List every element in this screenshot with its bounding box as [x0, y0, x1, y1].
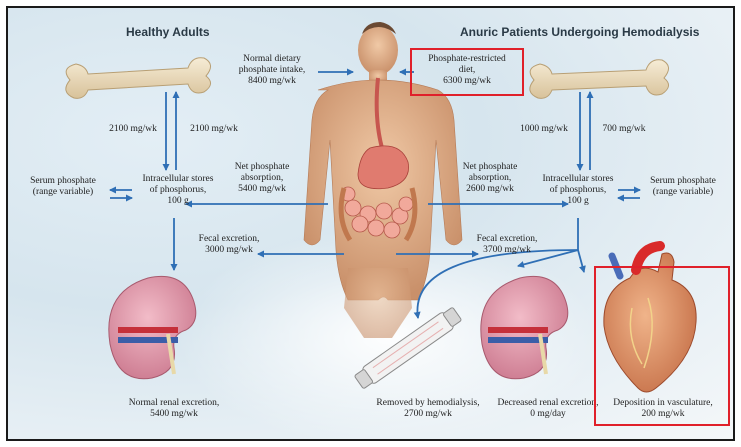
bone-left-icon [65, 57, 211, 99]
vasculature-deposition-label: Deposition in vasculature, 200 mg/wk [613, 398, 713, 419]
restricted-diet-label: Phosphate-restricted diet, 6300 mg/wk [428, 54, 506, 86]
hemodialysis-removal-label: Removed by hemodialysis, 2700 mg/wk [376, 398, 480, 419]
decreased-renal-excretion-label: Decreased renal excretion, 0 mg/day [497, 398, 599, 419]
diagram-artwork [65, 22, 697, 439]
serum-phosphate-right-label: Serum phosphate (range variable) [650, 176, 716, 197]
left-bone-down-label: 2100 mg/wk [109, 124, 157, 134]
normal-renal-excretion-label: Normal renal excretion, 5400 mg/wk [128, 398, 220, 419]
kidney-left-icon [108, 275, 197, 380]
kidney-right-icon [480, 275, 569, 380]
vasculature-highlight [594, 266, 730, 426]
net-absorption-right-label: Net phosphate absorption, 2600 mg/wk [462, 162, 518, 194]
diagram-frame: Healthy Adults Anuric Patients Undergoin… [6, 6, 735, 441]
header-healthy-adults: Healthy Adults [126, 25, 210, 39]
normal-intake-label: Normal dietary phosphate intake, 8400 mg… [238, 54, 306, 86]
serum-phosphate-left-label: Serum phosphate (range variable) [30, 176, 96, 197]
header-hemodialysis: Anuric Patients Undergoing Hemodialysis [460, 25, 700, 39]
restricted-diet-highlight [410, 48, 524, 96]
left-bone-up-label: 2100 mg/wk [190, 124, 238, 134]
right-bone-down-label: 1000 mg/wk [520, 124, 568, 134]
right-bone-up-label: 700 mg/wk [602, 124, 646, 134]
bone-right-icon [529, 59, 669, 99]
net-absorption-left-label: Net phosphate absorption, 5400 mg/wk [234, 162, 290, 194]
intracellular-stores-right-label: Intracellular stores of phosphorus, 100 … [542, 174, 614, 206]
flow-arrows [109, 68, 641, 319]
fecal-excretion-right-label: Fecal excretion, 3700 mg/wk [476, 234, 538, 255]
dialyzer-icon [354, 307, 462, 389]
fecal-excretion-left-label: Fecal excretion, 3000 mg/wk [198, 234, 260, 255]
intracellular-stores-left-label: Intracellular stores of phosphorus, 100 … [142, 174, 214, 206]
